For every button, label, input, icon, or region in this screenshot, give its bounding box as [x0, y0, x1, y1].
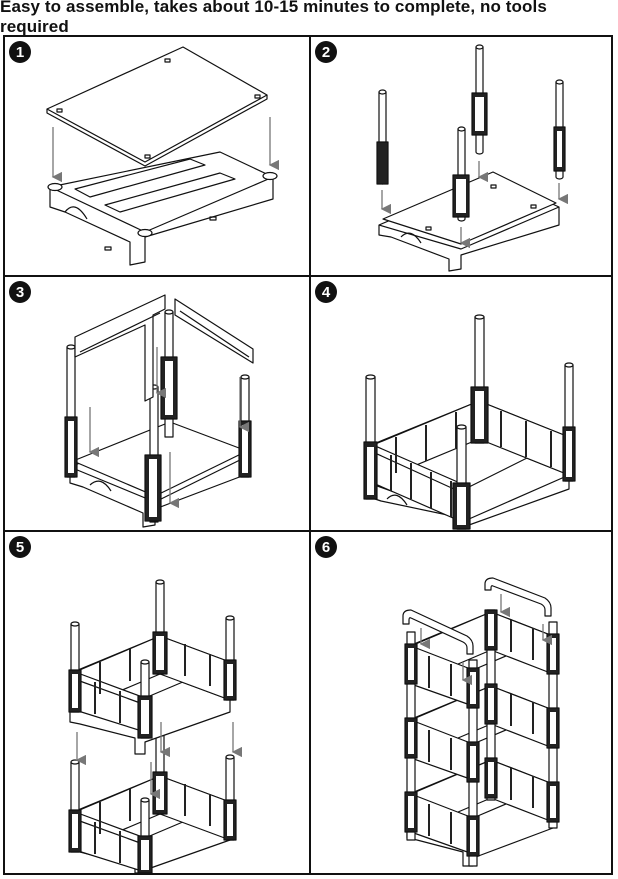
step-4-illustration: [363, 314, 576, 530]
step-6-panel: 6: [311, 532, 613, 873]
step-4-panel: 4: [311, 277, 613, 530]
step-5-panel: 5: [5, 532, 309, 873]
step-2-illustration: [376, 44, 569, 272]
step-number-badge: 3: [9, 281, 31, 303]
grid-divider-row-1: [5, 275, 611, 277]
grid-divider-row-2: [5, 530, 611, 532]
step-1-illustration: [46, 46, 280, 266]
step-3-panel: 3: [5, 277, 309, 530]
step-5-illustration: [68, 579, 243, 873]
step-3-illustration: [64, 294, 254, 528]
step-number-badge: 6: [315, 536, 337, 558]
instruction-grid: 1: [3, 35, 613, 875]
step-2-panel: 2: [311, 37, 613, 275]
step-1-panel: 1: [5, 37, 309, 275]
page-title: Easy to assemble, takes about 10-15 minu…: [0, 0, 547, 36]
step-6-illustration: [402, 577, 560, 867]
step-number-badge: 5: [9, 536, 31, 558]
step-number-badge: 1: [9, 41, 31, 63]
grid-divider-vertical: [309, 37, 311, 873]
step-number-badge: 2: [315, 41, 337, 63]
step-number-badge: 4: [315, 281, 337, 303]
